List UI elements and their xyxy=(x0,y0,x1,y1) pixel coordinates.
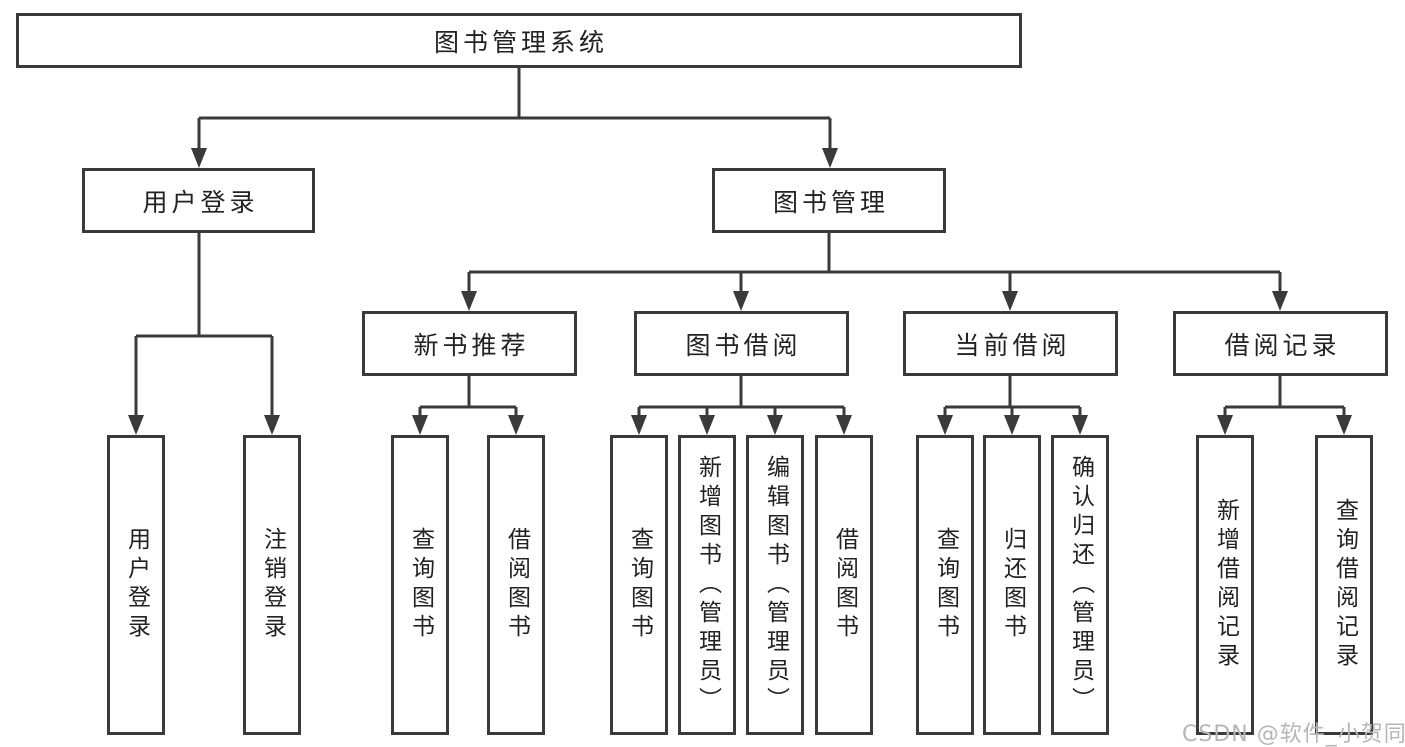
leaf-user-login: 用户登录 xyxy=(107,435,165,735)
leaf-query-borrow-record: 查询借阅记录 xyxy=(1315,435,1373,735)
node-label: 借阅图书 xyxy=(503,527,530,643)
node-label: 确认归还（管理员） xyxy=(1067,454,1094,716)
node-label: 查询图书 xyxy=(932,527,959,643)
leaf-logout-login: 注销登录 xyxy=(243,435,301,735)
leaf-borrow-books: 借阅图书 xyxy=(815,435,873,735)
node-label: 查询借阅记录 xyxy=(1331,498,1358,672)
node-label: 编辑图书（管理员） xyxy=(762,454,789,716)
leaf-edit-books-admin: 编辑图书（管理员） xyxy=(746,435,804,735)
node-label: 归还图书 xyxy=(999,527,1026,643)
node-current-borrow: 当前借阅 xyxy=(903,311,1118,376)
node-label: 图书管理系统 xyxy=(433,27,608,57)
node-label: 新书推荐 xyxy=(413,330,530,360)
node-borrow-records: 借阅记录 xyxy=(1173,311,1388,376)
leaf-query-books-recommend: 查询图书 xyxy=(391,435,449,735)
node-label: 用户登录 xyxy=(123,527,150,643)
arrowheads xyxy=(128,148,1352,435)
node-label: 新增图书（管理员） xyxy=(694,454,721,716)
node-label: 查询图书 xyxy=(626,527,653,643)
node-label: 当前借阅 xyxy=(954,330,1071,360)
leaf-confirm-return-admin: 确认归还（管理员） xyxy=(1051,435,1109,735)
leaf-add-borrow-record: 新增借阅记录 xyxy=(1196,435,1254,735)
leaf-return-books: 归还图书 xyxy=(983,435,1041,735)
node-label: 图书管理 xyxy=(772,187,889,217)
node-book-borrow: 图书借阅 xyxy=(634,311,849,376)
leaf-query-books-current: 查询图书 xyxy=(916,435,974,735)
node-label: 借阅图书 xyxy=(831,527,858,643)
node-label: 新增借阅记录 xyxy=(1212,498,1239,672)
leaf-add-books-admin: 新增图书（管理员） xyxy=(678,435,736,735)
leaf-borrow-books-recommend: 借阅图书 xyxy=(487,435,545,735)
node-user-login: 用户登录 xyxy=(82,168,315,233)
watermark: CSDN @软件_小贺同学 xyxy=(1182,722,1405,747)
node-label: 图书借阅 xyxy=(685,330,802,360)
node-label: 注销登录 xyxy=(259,527,286,643)
leaf-query-books-borrow: 查询图书 xyxy=(610,435,668,735)
connector-paths xyxy=(134,68,1346,419)
node-new-book-recommend: 新书推荐 xyxy=(362,311,577,376)
node-book-management: 图书管理 xyxy=(712,168,946,233)
node-root: 图书管理系统 xyxy=(16,13,1022,68)
node-label: 查询图书 xyxy=(407,527,434,643)
node-label: 借阅记录 xyxy=(1224,330,1341,360)
node-label: 用户登录 xyxy=(142,187,259,217)
